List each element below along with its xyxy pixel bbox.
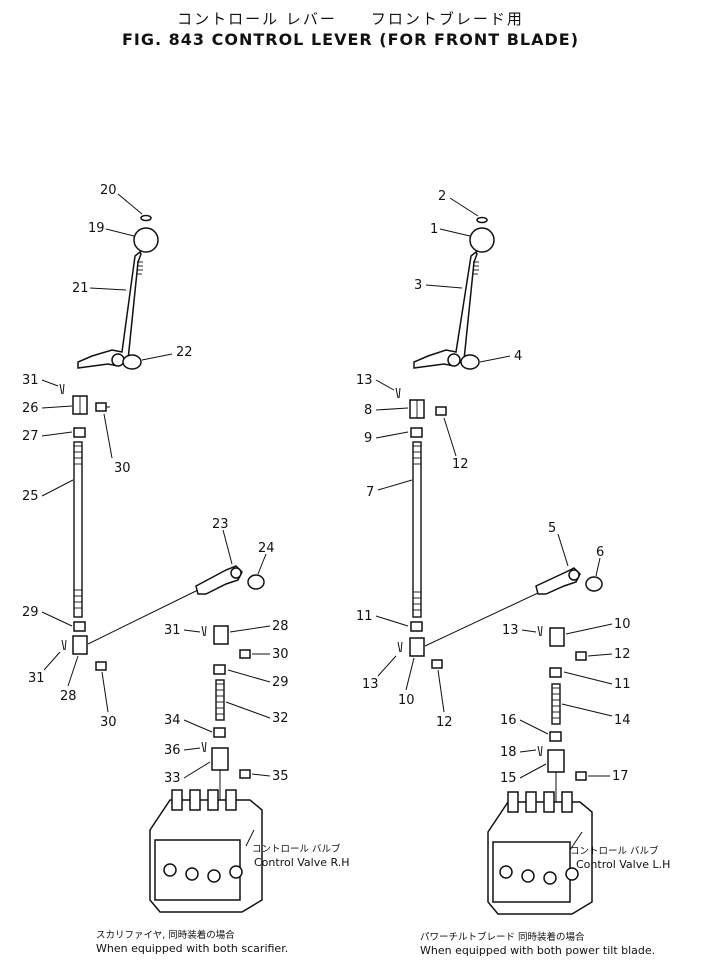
valve-lh-label: Control Valve L.H xyxy=(576,858,670,871)
callout-29: 29 xyxy=(272,675,289,690)
caption-right: When equipped with both power tilt blade… xyxy=(420,944,655,957)
figure-title: FIG. 843 CONTROL LEVER (FOR FRONT BLADE) xyxy=(121,30,580,49)
callout-2: 2 xyxy=(438,189,446,204)
knob-part xyxy=(133,227,159,253)
callout-7: 7 xyxy=(366,485,374,500)
rod-part xyxy=(73,441,83,618)
callouts-right: 2 1 3 4 13 8 9 12 7 11 13 10 12 5 6 13 1… xyxy=(356,189,631,786)
callout-28: 28 xyxy=(60,689,77,704)
callout-12: 12 xyxy=(452,457,469,472)
callout-25: 25 xyxy=(22,489,39,504)
control-valve-rh xyxy=(149,770,263,913)
callout-14: 14 xyxy=(614,713,631,728)
callout-12: 12 xyxy=(614,647,631,662)
callout-6: 6 xyxy=(596,545,604,560)
callout-17: 17 xyxy=(612,769,629,784)
callout-13: 13 xyxy=(502,623,519,638)
nut-part xyxy=(73,427,86,438)
callout-33: 33 xyxy=(164,771,181,786)
callout-13: 13 xyxy=(356,373,373,388)
bushing-part xyxy=(122,354,142,370)
valve-rh-label-japanese: コントロール バルブ xyxy=(252,843,341,855)
callout-22: 22 xyxy=(176,345,193,360)
clip-part xyxy=(140,214,152,222)
leader-lines xyxy=(41,193,613,851)
callout-8: 8 xyxy=(364,403,372,418)
callout-30: 30 xyxy=(272,647,289,662)
callout-15: 15 xyxy=(500,771,517,786)
callout-4: 4 xyxy=(514,349,522,364)
callout-11: 11 xyxy=(614,677,631,692)
valve-lh-label-japanese: コントロール バルブ xyxy=(570,845,659,857)
callout-18: 18 xyxy=(500,745,517,760)
caption-right-japanese: パワーチルトブレード 同時装着の場合 xyxy=(420,931,585,943)
caption-left: When equipped with both scarifier. xyxy=(96,942,288,955)
callout-30: 30 xyxy=(114,461,131,476)
callout-28: 28 xyxy=(272,619,289,634)
callouts-left: 20 19 21 22 31 26 27 30 25 29 31 28 30 2… xyxy=(22,183,289,786)
callout-27: 27 xyxy=(22,429,39,444)
control-valve-lh xyxy=(487,772,593,915)
callout-35: 35 xyxy=(272,769,289,784)
callout-24: 24 xyxy=(258,541,275,556)
valve-rh-label: Control Valve R.H xyxy=(254,856,350,869)
callout-10: 10 xyxy=(614,617,631,632)
callout-5: 5 xyxy=(548,521,556,536)
callout-3: 3 xyxy=(414,278,422,293)
callout-34: 34 xyxy=(164,713,181,728)
callout-11: 11 xyxy=(356,609,373,624)
callout-23: 23 xyxy=(212,517,229,532)
left-assembly xyxy=(59,214,265,913)
callout-10: 10 xyxy=(398,693,415,708)
callout-31: 31 xyxy=(22,373,39,388)
callout-36: 36 xyxy=(164,743,181,758)
callout-29: 29 xyxy=(22,605,39,620)
callout-19: 19 xyxy=(88,221,105,236)
figure-title-japanese: コントロール レバー フロントブレード用 xyxy=(177,10,524,28)
callout-9: 9 xyxy=(364,431,372,446)
callout-32: 32 xyxy=(272,711,289,726)
callout-16: 16 xyxy=(500,713,517,728)
callout-1: 1 xyxy=(430,222,438,237)
callout-12: 12 xyxy=(436,715,453,730)
callout-30: 30 xyxy=(100,715,117,730)
lever-part xyxy=(77,250,142,369)
callout-13: 13 xyxy=(362,677,379,692)
callout-31: 31 xyxy=(28,671,45,686)
callout-20: 20 xyxy=(100,183,117,198)
callout-31: 31 xyxy=(164,623,181,638)
callout-21: 21 xyxy=(72,281,89,296)
caption-left-japanese: スカリファイヤ, 同時装着の場合 xyxy=(96,929,235,941)
callout-26: 26 xyxy=(22,401,39,416)
right-assembly xyxy=(395,216,603,915)
